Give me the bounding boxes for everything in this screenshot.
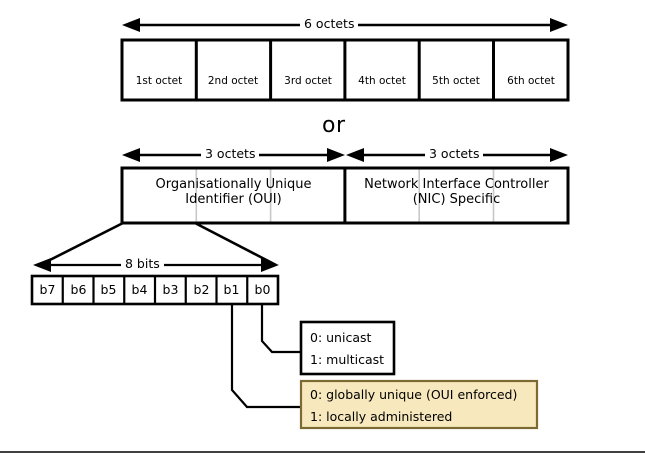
octet-cell-label-3: 3rd octet [284, 75, 332, 87]
unicast-callout-line2: 1: multicast [310, 351, 385, 367]
nic-field-label-line1: Network Interface Controller [364, 177, 549, 192]
octet-boxes [120, 38, 570, 102]
oui-field-label-line1: Organisationally Unique [155, 177, 312, 192]
oui-field-label-line2: Identifier (OUI) [185, 192, 282, 208]
bit-label-b0: b0 [254, 282, 271, 297]
eight-bits-span-label: 8 bits [121, 257, 164, 271]
field-boxes [120, 166, 570, 225]
bit-label-b2: b2 [193, 282, 210, 297]
octet-cell-label-6: 6th octet [507, 75, 555, 87]
administration-callout-box [299, 379, 539, 430]
six-octets-span-label: 6 octets [300, 17, 359, 31]
octet-cell-label-5: 5th octet [432, 75, 480, 87]
b1-callout-connector [230, 304, 302, 409]
bit-label-b4: b4 [131, 282, 148, 297]
octet-cell-label-2: 2nd octet [207, 75, 259, 87]
nic-field-label: Network Interface Controller (NIC) Speci… [345, 177, 568, 208]
administration-callout-line2: 1: locally administered [310, 408, 453, 424]
octet-expansion-connectors [39, 221, 277, 267]
three-octets-span-label-right: 3 octets [425, 147, 484, 161]
bit-label-b3: b3 [162, 282, 179, 297]
bit-boxes [30, 274, 280, 306]
oui-field-label: Organisationally Unique Identifier (OUI) [122, 177, 345, 208]
three-octets-span-label-left: 3 octets [201, 147, 260, 161]
octet-cell-label-1: 1st octet [135, 75, 183, 87]
administration-callout-line1: 0: globally unique (OUI enforced) [310, 387, 518, 402]
bit-label-b1: b1 [223, 282, 240, 297]
unicast-callout-text: 0: unicast 1: multicast [310, 327, 384, 370]
bit-label-b6: b6 [70, 282, 87, 297]
unicast-callout-line1: 0: unicast [310, 330, 372, 345]
nic-field-label-line2: (NIC) Specific [412, 192, 501, 208]
bit-label-b7: b7 [39, 282, 56, 297]
alternative-separator-label: or [322, 113, 346, 138]
unicast-callout-box [299, 320, 396, 376]
octet-cell-label-4: 4th octet [358, 75, 406, 87]
b0-callout-connector [260, 304, 302, 354]
administration-callout-text: 0: globally unique (OUI enforced) 1: loc… [310, 384, 517, 427]
bit-label-b5: b5 [100, 282, 117, 297]
